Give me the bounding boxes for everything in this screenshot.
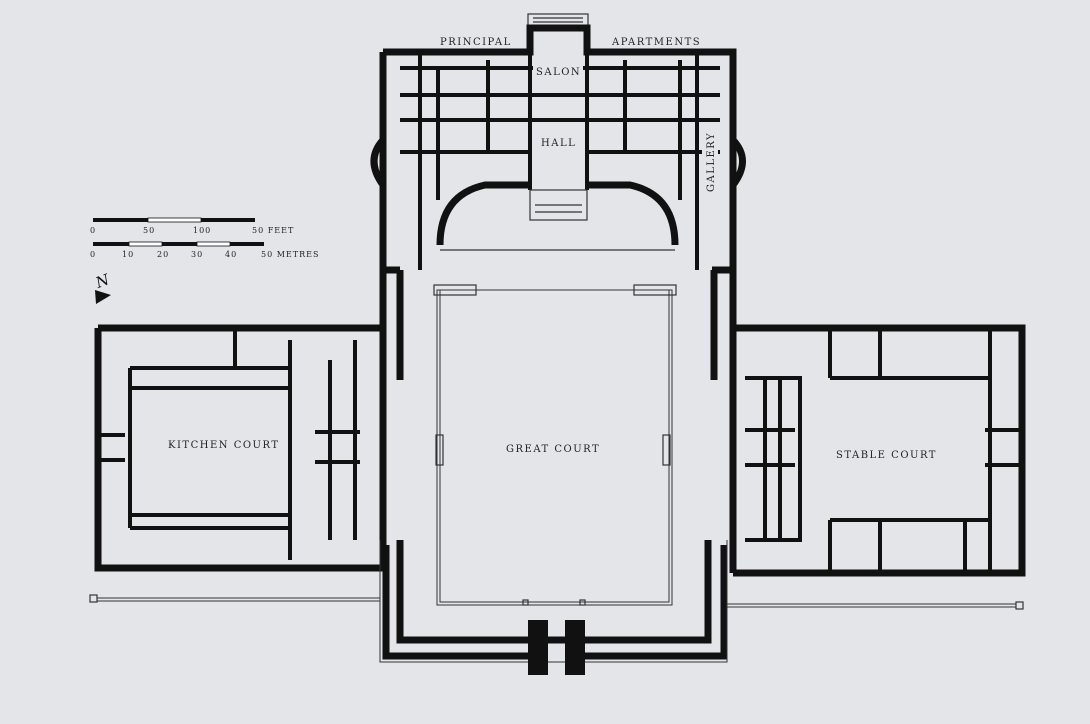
label-hall: HALL — [541, 138, 576, 149]
scale-tick: 100 — [193, 226, 211, 235]
label-apartments: APARTMENTS — [611, 37, 701, 48]
stable-court-block — [729, 324, 1026, 577]
scale-bar-feet: 0 50 100 50 FEET — [90, 217, 294, 235]
scale-unit: 50 METRES — [261, 250, 319, 259]
label-great-court: GREAT COURT — [506, 444, 600, 455]
scale-tick: 0 — [90, 226, 96, 235]
wing-walls — [379, 270, 737, 380]
label-principal: PRINCIPAL — [440, 37, 512, 48]
boundary-lines — [89, 594, 1024, 610]
svg-text:N: N — [92, 270, 112, 292]
scale-tick: 40 — [225, 250, 237, 259]
scale-tick: 0 — [90, 250, 96, 259]
label-stable-court: STABLE COURT — [836, 450, 937, 461]
great-court-outline — [433, 284, 677, 606]
label-kitchen-court: KITCHEN COURT — [168, 440, 280, 451]
scale-bar-metres: 0 10 20 30 40 50 METRES — [90, 241, 319, 259]
scale-tick: 50 — [143, 226, 155, 235]
scale-tick: 10 — [122, 250, 134, 259]
scale-unit: 50 FEET — [252, 226, 294, 235]
label-gallery: GALLERY — [706, 132, 717, 192]
north-arrow-icon: N — [92, 270, 112, 304]
scale-tick: 20 — [157, 250, 169, 259]
label-salon: SALON — [536, 67, 581, 78]
colonnade — [379, 540, 728, 675]
scale-tick: 30 — [191, 250, 203, 259]
